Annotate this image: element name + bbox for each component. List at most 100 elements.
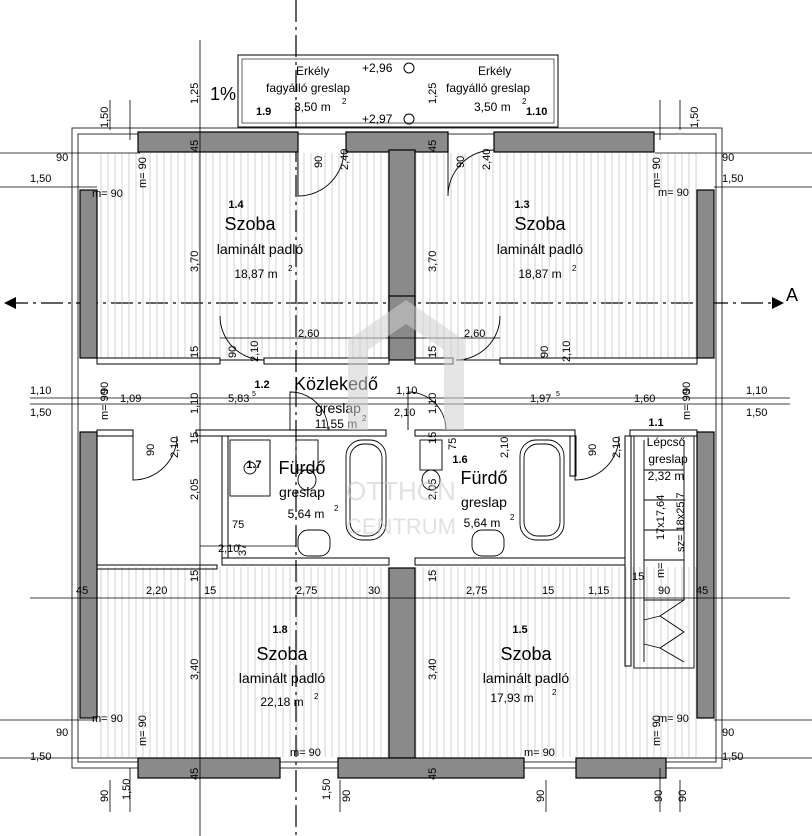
dim-text: 2,10 — [499, 437, 511, 458]
dim-text: 2,40 — [339, 149, 351, 170]
stair-label-tread: sz= 18x25,7 — [675, 492, 687, 552]
balcony-left-area: 3,50 m — [294, 100, 331, 114]
dim-text: m= 90 — [137, 715, 149, 746]
dim-text: 1,10 — [746, 385, 767, 397]
dim-text-sup: 5 — [556, 391, 560, 398]
dim-text: 15 — [427, 432, 439, 444]
dim-text: 90 — [677, 790, 689, 802]
dim-text: 90 — [539, 346, 551, 358]
axis-label: A — [786, 285, 798, 305]
room-1-1-name: Lépcső — [647, 435, 686, 449]
dim-text: m= 90 — [92, 188, 123, 200]
room-1-8-name: Szoba — [256, 644, 308, 664]
dim-text: 37 — [237, 544, 249, 556]
room-1-8-num: 1.8 — [272, 624, 287, 636]
dim-text-sup: 5 — [252, 391, 256, 398]
dim-text: 15 — [542, 585, 554, 597]
balcony-left-floor: fagyálló greslap — [266, 81, 350, 95]
dim-text: 1,50 — [99, 107, 111, 128]
dim-text: 2,20 — [146, 585, 167, 597]
dim-text: 2,10 — [218, 543, 239, 555]
room-1-6-area-sup: 2 — [510, 513, 515, 522]
level-marker-icon — [403, 62, 415, 74]
dim-text: 90 — [535, 790, 547, 802]
dim-text: 2,10 — [394, 407, 415, 419]
dim-text: 30 — [368, 585, 380, 597]
dim-text: m= 90 — [524, 747, 555, 759]
dim-text: 1,50 — [722, 751, 743, 763]
dim-text: 1,10 — [189, 393, 201, 414]
dim-text: 90 — [313, 156, 325, 168]
balcony-right-area-sup: 2 — [522, 97, 527, 106]
dim-text: 1,60 — [634, 393, 655, 405]
dim-text: 2,60 — [298, 328, 319, 340]
dim-text: 45 — [189, 768, 201, 780]
dim-text: 90 — [681, 382, 693, 394]
room-1-3-name: Szoba — [514, 214, 566, 234]
room-1-5-name: Szoba — [500, 644, 552, 664]
dim-text: 90 — [722, 152, 734, 164]
dim-text: 90 — [455, 156, 467, 168]
staircase — [633, 435, 695, 669]
room-1-7-name: Fürdő — [278, 458, 325, 478]
dim-text: 5,83 — [228, 393, 249, 405]
dim-text: m= 90 — [651, 157, 663, 188]
dim-text: 90 — [99, 790, 111, 802]
dim-text: 3,70 — [427, 251, 439, 272]
room-1-5-area-sup: 2 — [552, 688, 557, 697]
dim-text: 3,70 — [189, 251, 201, 272]
room-1-4-num: 1.4 — [228, 199, 244, 211]
dim-text: 45 — [189, 140, 201, 152]
laminate-floor-areas — [97, 153, 697, 757]
room-1-2-num: 1.2 — [254, 379, 269, 391]
dim-text: m= 90 — [137, 157, 149, 188]
dim-text: 15 — [189, 570, 201, 582]
room-1-4-name: Szoba — [224, 214, 276, 234]
watermark-line-1: OTTHON — [346, 476, 456, 506]
dim-text: 90 — [587, 444, 599, 456]
dim-text: 1,50 — [321, 779, 333, 800]
room-1-3-num: 1.3 — [514, 199, 529, 211]
room-1-6-num: 1.6 — [452, 454, 467, 466]
dim-text: 45 — [696, 585, 708, 597]
room-1-6-area: 5,64 m — [464, 516, 501, 530]
room-1-3-area-sup: 2 — [572, 264, 577, 273]
dim-text: 2,10 — [561, 341, 573, 362]
dim-text: 1,50 — [689, 107, 701, 128]
room-1-7-area-sup: 2 — [334, 504, 339, 513]
dim-text: m= 90 — [99, 389, 111, 420]
dim-text: 1,50 — [30, 407, 51, 419]
dim-text: 2,75 — [296, 585, 317, 597]
dim-text: 90 — [653, 790, 665, 802]
dim-text: 1,50 — [30, 751, 51, 763]
watermark-logo: OTTHON CENTRUM — [346, 300, 464, 539]
dim-text: 15 — [427, 346, 439, 358]
dim-text: m= 90 — [92, 713, 123, 725]
dim-text: 90 — [99, 382, 111, 394]
dim-text: 2,10 — [169, 437, 181, 458]
dim-text: 1,50 — [30, 173, 51, 185]
room-1-1-num: 1.1 — [648, 417, 663, 429]
room-1-6-floor: greslap — [461, 494, 507, 510]
axis-arrow-left-icon — [4, 297, 16, 309]
dim-text: 3,40 — [427, 659, 439, 680]
dim-text: 3,40 — [189, 659, 201, 680]
room-1-2-area: 11,55 m — [315, 417, 357, 431]
balcony-right-floor: fagyálló greslap — [446, 81, 530, 95]
dim-text: 1,10 — [30, 385, 51, 397]
dim-text: 1,25 — [427, 83, 439, 104]
room-1-4-floor: laminált padló — [217, 241, 304, 257]
dim-text: 2,05 — [427, 479, 439, 500]
dim-text: 90 — [145, 444, 157, 456]
stair-label-m: m= — [655, 562, 667, 578]
room-1-1-floor: greslap — [648, 452, 688, 466]
dim-text: 1,50 — [722, 173, 743, 185]
dim-text: 1,50 — [746, 407, 767, 419]
room-1-3-floor: laminált padló — [497, 241, 584, 257]
balcony-left-name: Erkély — [296, 64, 329, 78]
dim-text: 15 — [427, 570, 439, 582]
room-1-4-area-sup: 2 — [288, 264, 293, 273]
dim-text: 2,75 — [466, 585, 487, 597]
level-bottom: +2,97 — [362, 112, 393, 126]
